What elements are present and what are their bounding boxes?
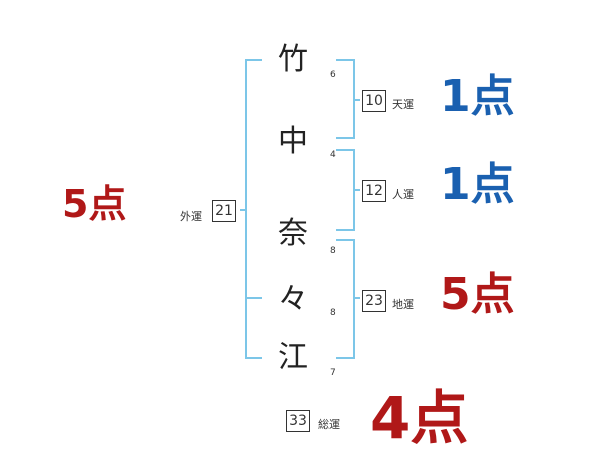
chi-label: 地運 xyxy=(392,298,414,311)
outer-bracket xyxy=(245,59,262,359)
name-char-3: 奈 xyxy=(278,216,308,251)
name-char-2: 中 xyxy=(278,124,308,159)
name-char-1: 竹 xyxy=(278,42,308,77)
jin-value-box: 12 xyxy=(362,180,386,202)
stroke-count-3: 8 xyxy=(330,246,336,256)
stroke-count-2: 4 xyxy=(330,150,336,160)
sou-label: 総運 xyxy=(318,418,340,431)
chi-value-box: 23 xyxy=(362,290,386,312)
chi-score: 5点 xyxy=(440,269,515,320)
jin-bracket xyxy=(336,149,355,231)
gai-value-box: 21 xyxy=(212,200,236,222)
stroke-count-5: 7 xyxy=(330,368,336,378)
stroke-count-4: 8 xyxy=(330,308,336,318)
stroke-count-1: 6 xyxy=(330,70,336,80)
chi-bracket xyxy=(336,239,355,359)
ten-score: 1点 xyxy=(440,71,515,122)
jin-label: 人運 xyxy=(392,188,414,201)
sou-value-box: 33 xyxy=(286,410,310,432)
name-char-4: 々 xyxy=(278,282,308,317)
gai-label: 外運 xyxy=(180,210,202,223)
ten-label: 天運 xyxy=(392,98,414,111)
ten-bracket xyxy=(336,59,355,139)
ten-value-box: 10 xyxy=(362,90,386,112)
sou-score: 4点 xyxy=(370,384,469,452)
name-char-5: 江 xyxy=(278,340,308,375)
jin-score: 1点 xyxy=(440,159,515,210)
gai-score: 5点 xyxy=(62,182,127,226)
